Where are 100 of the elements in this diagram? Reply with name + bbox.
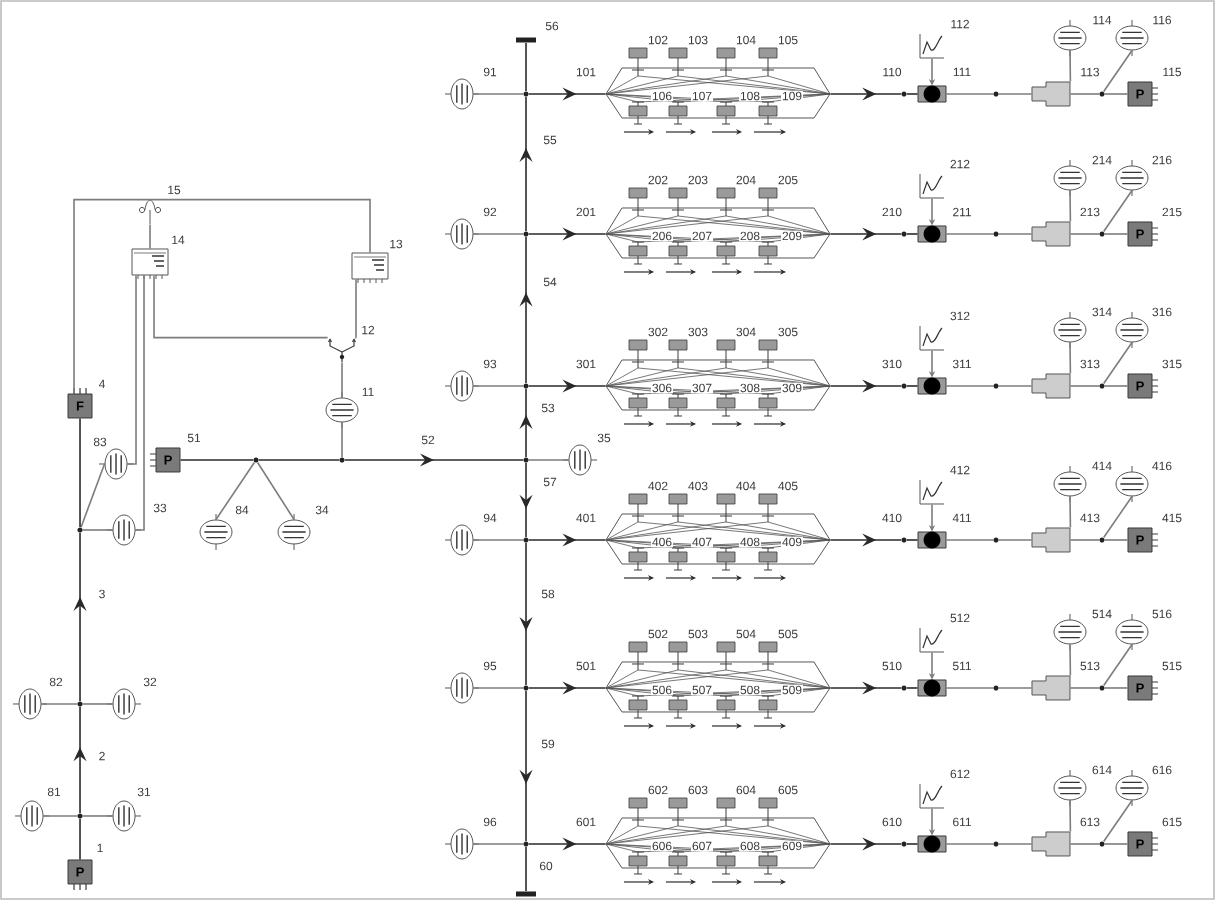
pipe-line <box>906 93 919 95</box>
connector-line <box>1069 843 1100 845</box>
tank-icon <box>1053 465 1087 503</box>
connector-line <box>82 529 114 531</box>
connector-line <box>472 93 524 95</box>
fork-icon <box>328 338 356 363</box>
connector-line <box>998 687 1033 689</box>
connector-line <box>1104 687 1129 689</box>
tank-icon <box>1115 769 1149 807</box>
tank-icon <box>1053 613 1087 651</box>
valve-icon <box>917 225 947 243</box>
connector-line <box>472 539 524 541</box>
connector-line <box>1069 233 1100 235</box>
tank-icon <box>14 800 50 832</box>
reducer-icon <box>1031 831 1071 857</box>
pipe-loop <box>605 661 831 713</box>
tank-icon <box>106 800 142 832</box>
tank-icon <box>199 513 233 551</box>
valve-icon <box>917 377 947 395</box>
connector-line <box>998 233 1033 235</box>
chart-icon <box>919 783 945 809</box>
tank-icon <box>444 78 480 110</box>
reducer-icon <box>1031 675 1071 701</box>
tank-icon <box>1115 159 1149 197</box>
tank-icon <box>325 391 359 429</box>
pipe-loop <box>605 513 831 565</box>
tank-icon <box>444 828 480 860</box>
connector-line <box>80 463 106 528</box>
tank-icon <box>444 672 480 704</box>
connector-line <box>472 843 524 845</box>
connector-line <box>82 815 114 817</box>
reducer-icon <box>1031 527 1071 553</box>
connector-line <box>528 459 570 461</box>
chart-icon <box>919 479 945 505</box>
tank-icon <box>1115 19 1149 57</box>
tank-icon <box>1053 159 1087 197</box>
pipe-loop <box>605 817 831 869</box>
end-cap <box>516 891 536 897</box>
connector-line <box>256 461 295 521</box>
connector-line <box>1104 385 1129 387</box>
connector-line <box>998 539 1033 541</box>
valve-icon <box>917 85 947 103</box>
connector-line <box>945 233 994 235</box>
valve-icon <box>917 835 947 853</box>
pipe-line <box>525 42 527 92</box>
connector-line <box>1102 49 1133 93</box>
tank-icon <box>12 688 48 720</box>
connector-line <box>1102 189 1133 233</box>
connector-line <box>1104 93 1129 95</box>
connector-line <box>1069 341 1072 375</box>
switch-icon <box>138 199 162 225</box>
pipe-line <box>906 539 919 541</box>
tank-icon <box>1053 311 1087 349</box>
connector-line <box>42 815 78 817</box>
connector-line <box>1102 341 1133 385</box>
tank-icon <box>1115 465 1149 503</box>
connector-line <box>1069 495 1072 529</box>
pipe-line <box>525 846 527 892</box>
tank-icon <box>1053 769 1087 807</box>
connector-line <box>126 274 137 465</box>
connector-line <box>1069 799 1072 833</box>
pipe-line <box>906 385 919 387</box>
device-icon <box>351 252 389 284</box>
pipe-line <box>79 818 81 861</box>
connector-line <box>341 421 343 458</box>
tank-icon <box>562 444 598 476</box>
connector-line <box>1104 539 1129 541</box>
pipe-line <box>179 459 254 461</box>
pipe-loop <box>605 359 831 411</box>
tank-icon <box>106 688 142 720</box>
tank-icon <box>1053 19 1087 57</box>
tank-icon <box>444 370 480 402</box>
connector-line <box>998 843 1033 845</box>
tank-icon <box>444 218 480 250</box>
connector-line <box>472 233 524 235</box>
connector-line <box>73 198 151 395</box>
connector-line <box>945 539 994 541</box>
connector-line <box>1102 495 1133 539</box>
connector-line <box>134 274 145 531</box>
connector-line <box>215 461 256 521</box>
tank-icon <box>106 514 142 546</box>
reducer-icon <box>1031 373 1071 399</box>
tank-icon <box>1115 311 1149 349</box>
connector-line <box>945 687 994 689</box>
connector-line <box>945 93 994 95</box>
end-cap <box>516 37 536 43</box>
tank-icon <box>98 448 134 480</box>
connector-line <box>153 274 329 339</box>
tank-icon <box>1115 613 1149 651</box>
reducer-icon <box>1031 221 1071 247</box>
connector-line <box>998 93 1033 95</box>
chart-icon <box>919 627 945 653</box>
pipe-line <box>258 459 340 461</box>
pipe-line <box>79 417 81 528</box>
chart-icon <box>919 33 945 59</box>
chart-icon <box>919 325 945 351</box>
connector-line <box>149 198 371 254</box>
connector-line <box>1069 687 1100 689</box>
connector-line <box>945 843 994 845</box>
connector-line <box>1069 189 1072 223</box>
